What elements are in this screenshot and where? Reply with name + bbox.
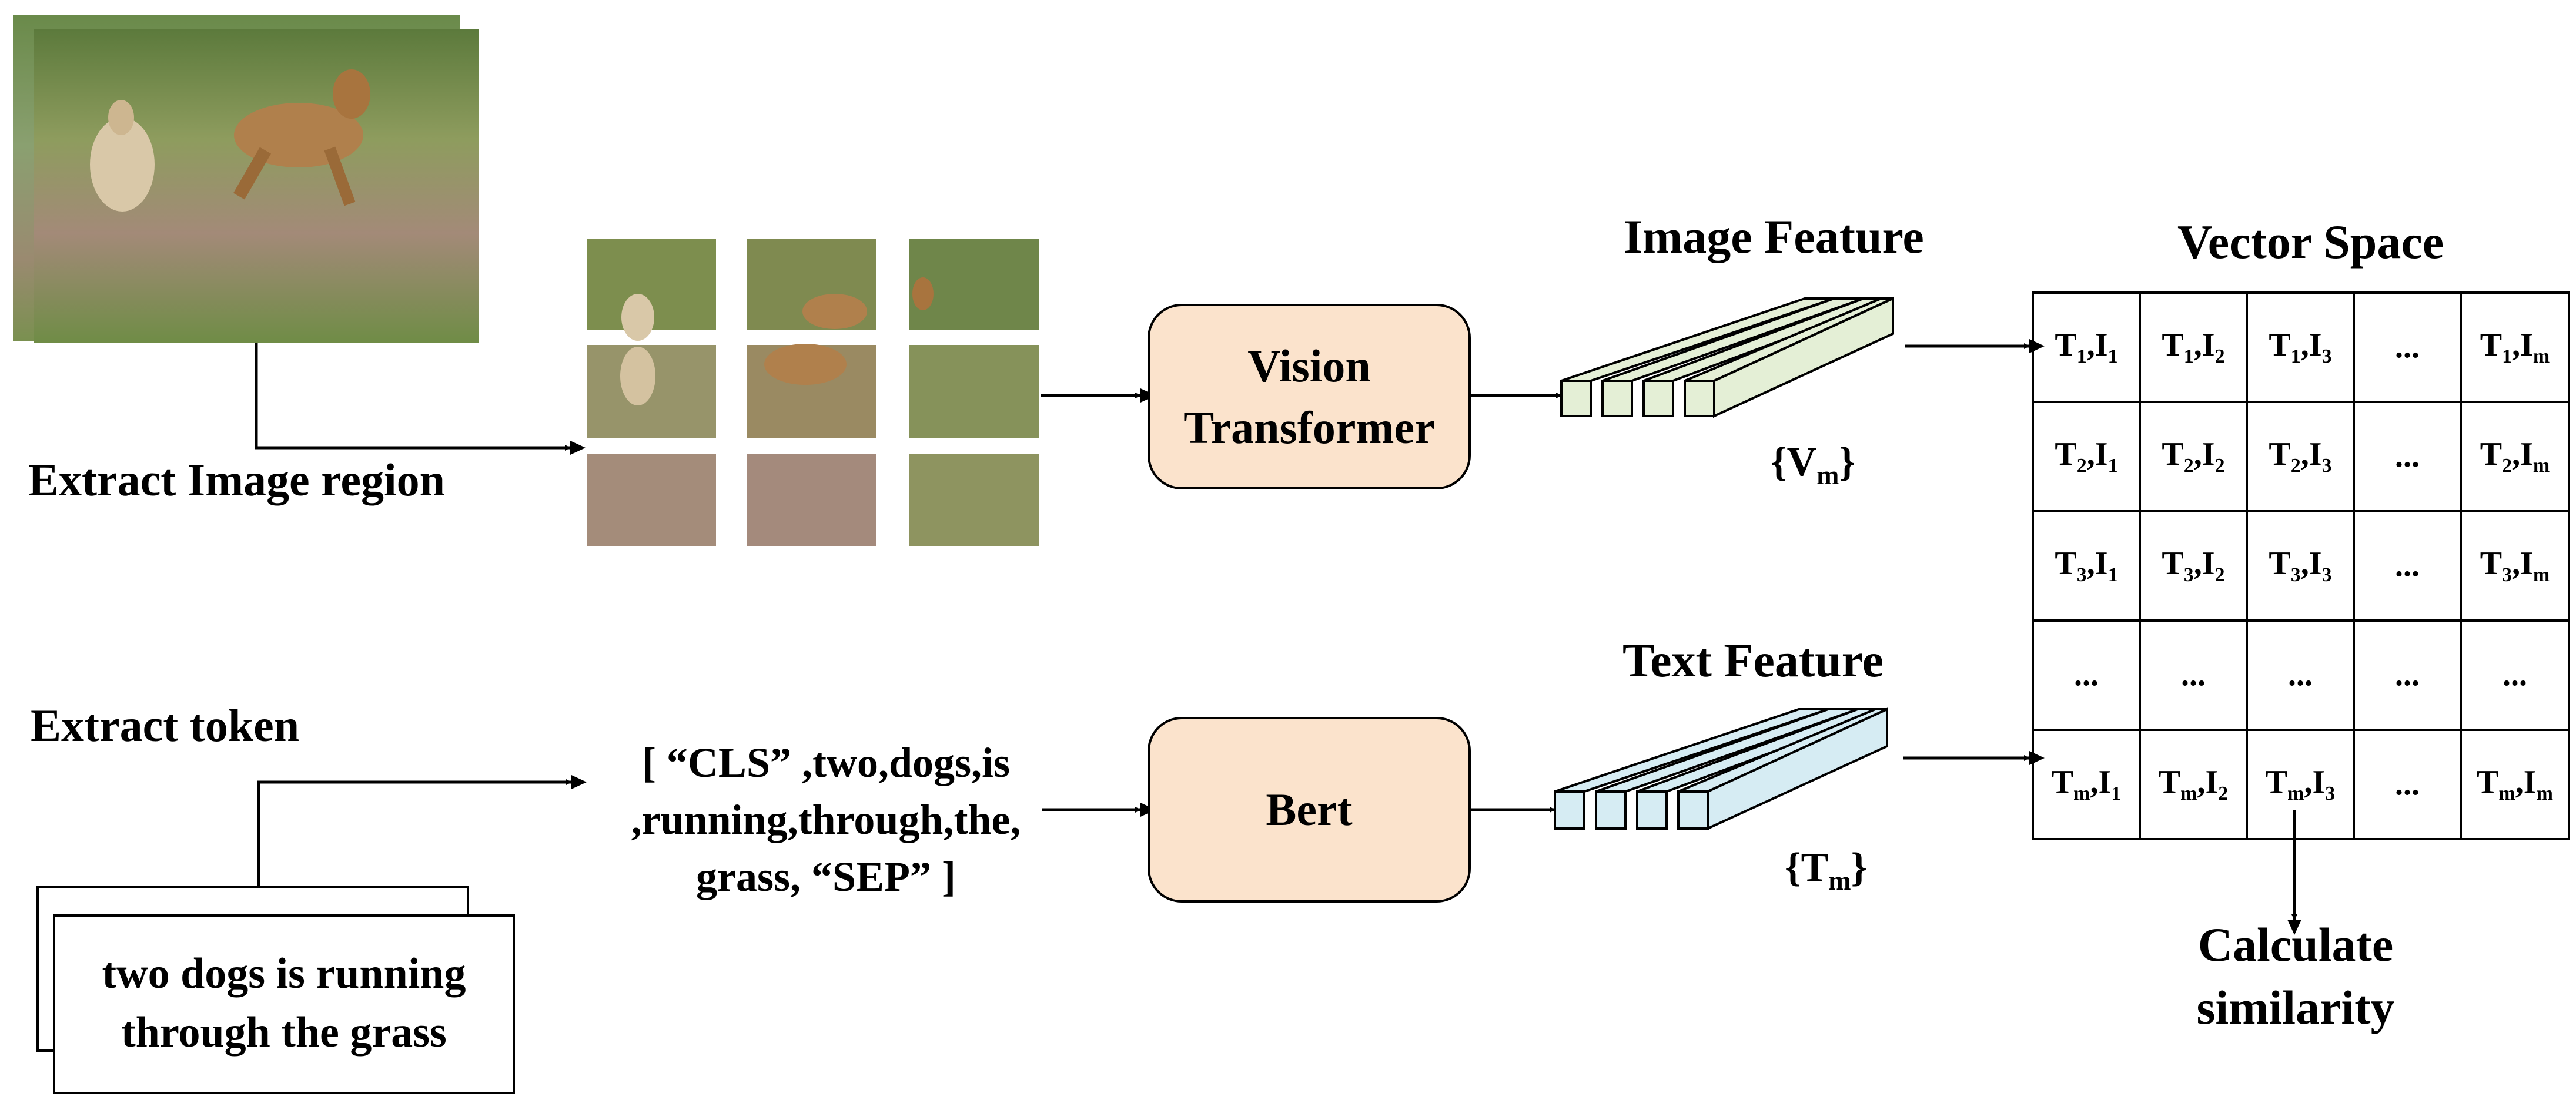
vector-space-label: Vector Space bbox=[2177, 215, 2444, 269]
vision-transformer-box: Vision Transformer bbox=[1148, 304, 1471, 489]
caption-text: two dogs is running through the grass bbox=[102, 950, 466, 1057]
matrix-cell: T2,I3 bbox=[2246, 401, 2355, 512]
matrix-cell: ... bbox=[2246, 619, 2355, 731]
source-photo bbox=[34, 29, 479, 343]
matrix-cell: ... bbox=[2353, 729, 2462, 840]
calculate-similarity-label: Calculate similarity bbox=[2196, 918, 2395, 1034]
matrix-cell: ... bbox=[2353, 619, 2462, 731]
matrix-cell: ... bbox=[2353, 510, 2462, 622]
matrix-cell: T3,I2 bbox=[2139, 510, 2248, 622]
bert-box: Bert bbox=[1148, 717, 1471, 903]
image-feature-set-label: {Vm} bbox=[1771, 440, 1856, 490]
matrix-row: ............... bbox=[2032, 619, 2570, 731]
matrix-cell: T2,I2 bbox=[2139, 401, 2248, 512]
matrix-cell: T3,I3 bbox=[2246, 510, 2355, 622]
matrix-cell: ... bbox=[2460, 619, 2570, 731]
matrix-cell: T1,I3 bbox=[2246, 291, 2355, 403]
dogs-photo-image bbox=[34, 29, 479, 343]
matrix-cell: Tm,I1 bbox=[2032, 729, 2141, 840]
text-feature-set-label: {Tm} bbox=[1785, 845, 1868, 896]
matrix-cell: T2,Im bbox=[2460, 401, 2570, 512]
matrix-cell: ... bbox=[2353, 291, 2462, 403]
caption-card bbox=[53, 914, 515, 1094]
image-feature-label: Image Feature bbox=[1624, 210, 1924, 263]
extract-image-region-label: Extract Image region bbox=[28, 454, 446, 505]
matrix-cell: ... bbox=[2139, 619, 2248, 731]
extract-token-label: Extract token bbox=[31, 700, 300, 751]
matrix-cell: T1,I1 bbox=[2032, 291, 2141, 403]
matrix-cell: Tm,I2 bbox=[2139, 729, 2248, 840]
matrix-cell: T2,I1 bbox=[2032, 401, 2141, 512]
matrix-cell: Tm,I3 bbox=[2246, 729, 2355, 840]
matrix-cell: T3,Im bbox=[2460, 510, 2570, 622]
matrix-cell: T3,I1 bbox=[2032, 510, 2141, 622]
matrix-cell: T1,I2 bbox=[2139, 291, 2248, 403]
matrix-cell: Tm,Im bbox=[2460, 729, 2570, 840]
matrix-cell: T1,Im bbox=[2460, 291, 2570, 403]
text-feature-label: Text Feature bbox=[1622, 633, 1884, 687]
matrix-cell: ... bbox=[2032, 619, 2141, 731]
matrix-cell: ... bbox=[2353, 401, 2462, 512]
token-list: [ “CLS” ,two,dogs,is ,running,through,th… bbox=[631, 739, 1021, 901]
